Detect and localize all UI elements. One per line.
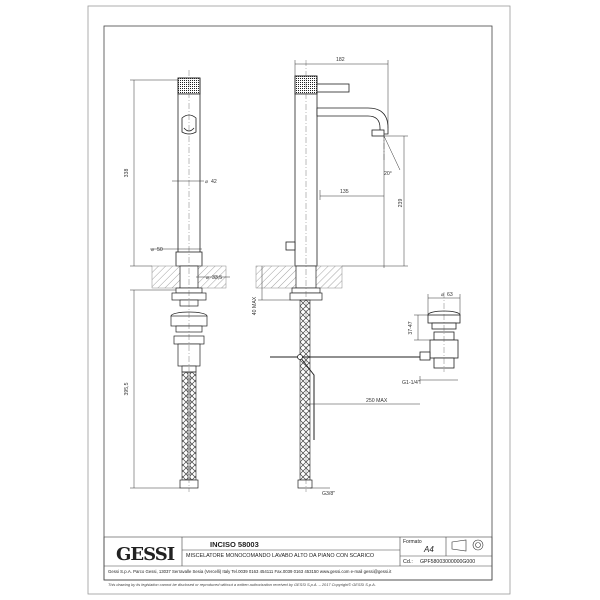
drain-detail <box>419 310 461 369</box>
product-title: INCISO 58003 <box>210 540 259 549</box>
dim-drain-thread: G1-1/4" <box>402 380 420 386</box>
code-label: Cd.: <box>403 559 413 565</box>
side-hose <box>299 299 311 481</box>
format-label: Formato <box>403 539 422 545</box>
code-value: GPF58003000000G000 <box>420 559 476 565</box>
dim-drain-length: 395,5 <box>124 382 130 395</box>
dim-spout-angle: 20° <box>384 171 392 177</box>
gessi-logo: GESSI <box>116 544 176 565</box>
projection-symbol-icon <box>451 539 484 552</box>
dim-height-total: 338 <box>124 169 130 178</box>
title-block <box>103 536 493 581</box>
dim-deck-max: 40 MAX <box>252 296 258 315</box>
diameter-symbol: ⌀ <box>205 179 208 185</box>
dim-max-thickness: 33,5 <box>212 275 222 281</box>
dim-lever-offset: 135 <box>340 189 349 195</box>
dim-drain-range: 37-47 <box>408 321 414 334</box>
diameter-symbol: ⌀ <box>206 275 209 281</box>
side-view <box>285 75 389 267</box>
dim-drain-cap: 63 <box>447 292 453 298</box>
drain-rod <box>270 356 420 440</box>
front-hose-right <box>189 371 197 481</box>
outer-frame <box>87 5 511 595</box>
dim-hose-thread: G3/8" <box>322 491 335 497</box>
front-hose-left <box>181 371 189 481</box>
dim-base-diameter: 50 <box>157 247 163 253</box>
diameter-symbol: ⌀ <box>441 292 444 298</box>
diameter-symbol: ⌀ <box>151 247 154 253</box>
dim-reach: 182 <box>336 57 345 63</box>
company-info: Gessi S.p.A. Parco Gessi, 13037 Serraval… <box>108 569 392 574</box>
dim-spout-diameter: 42 <box>211 179 217 185</box>
svg-text:GESSI: GESSI <box>116 544 175 565</box>
format-value: A4 <box>424 545 434 554</box>
product-description: MISCELATORE MONOCOMANDO LAVABO ALTO DA P… <box>186 553 375 559</box>
dim-spout-height: 239 <box>398 199 404 208</box>
dim-rod-max: 250 MAX <box>366 398 388 404</box>
legal-notice: This drawing by its legislation cannot b… <box>108 582 376 587</box>
